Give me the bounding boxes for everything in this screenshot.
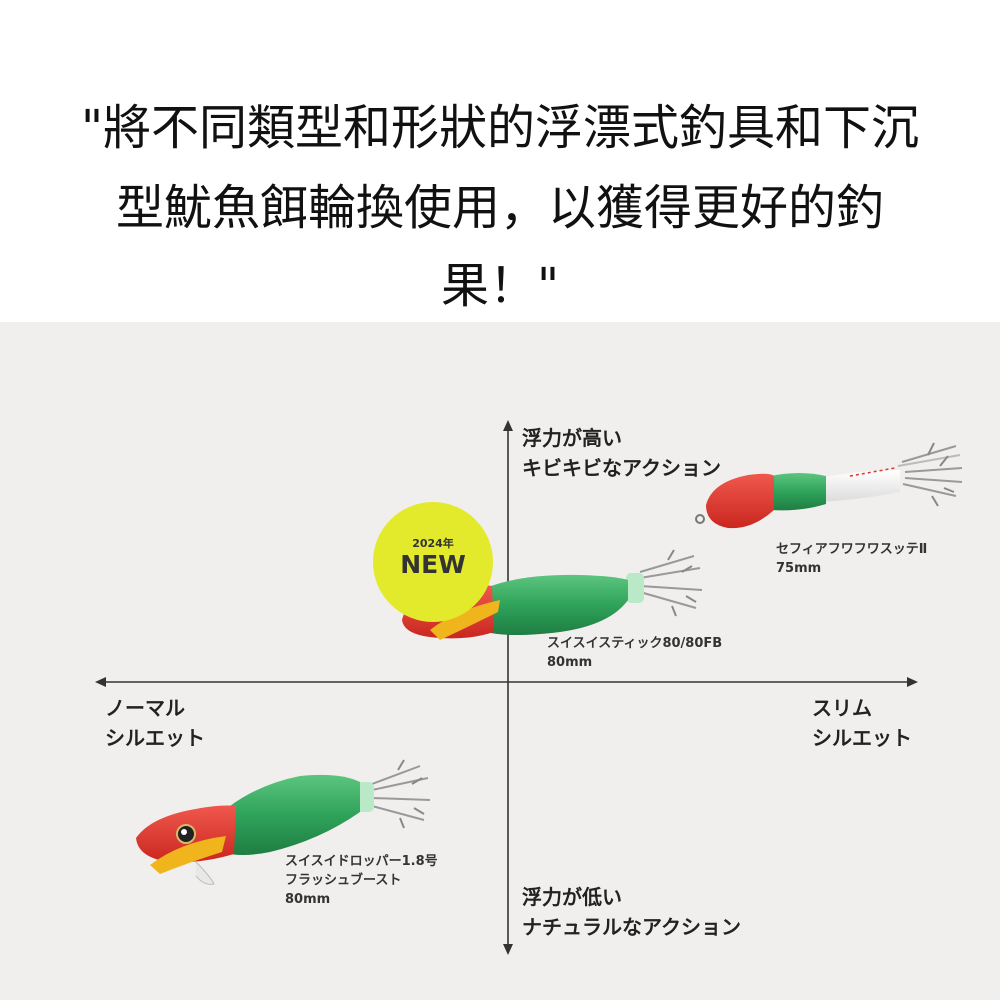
axis-right-line-1: スリム [812,696,872,720]
badge-label: NEW [400,550,466,579]
axis-right-label: スリム シルエット [812,693,912,753]
lure-fuwafuwa-sutte [695,442,963,529]
product-label-fuwafuwa: セフィアフワフワスッテⅡ 75mm [776,540,927,578]
product-name: スイスイスティック80/80FB [547,636,723,651]
vertical-axis [503,420,513,955]
caption-line-3: 果！" [440,258,560,314]
axis-left-line-2: シルエット [105,726,205,750]
product-size: 80mm [547,655,593,670]
axis-bottom-label: 浮力が低い ナチュラルなアクション [522,882,741,942]
axis-right-line-2: シルエット [812,726,912,750]
axis-left-label: ノーマル シルエット [105,693,205,753]
new-badge: 2024年 NEW [373,502,493,622]
axis-left-line-1: ノーマル [105,696,185,720]
positioning-diagram [0,322,1000,1000]
horizontal-axis [95,677,918,687]
lure-suisui-dropper [136,759,431,885]
axis-bottom-line-2: ナチュラルなアクション [522,915,741,939]
product-subname: フラッシュブースト [285,873,402,888]
axis-top-line-2: キビキビなアクション [522,456,721,480]
product-name: スイスイドロッパー1.8号 [285,854,438,869]
caption-line-1: "將不同類型和形狀的浮漂式釣具和下沉 [80,100,920,156]
product-label-dropper: スイスイドロッパー1.8号 フラッシュブースト 80mm [285,852,438,909]
caption-line-2: 型魷魚餌輪換使用，以獲得更好的釣 [115,180,884,236]
axis-top-label: 浮力が高い キビキビなアクション [522,423,721,483]
axis-top-line-1: 浮力が高い [522,426,622,450]
product-name: セフィアフワフワスッテⅡ [776,542,928,557]
product-size: 75mm [776,561,822,576]
caption-header: "將不同類型和形狀的浮漂式釣具和下沉 型魷魚餌輪換使用，以獲得更好的釣 果！" [0,0,1000,322]
product-label-stick: スイスイスティック80/80FB 80mm [547,634,722,672]
product-size: 80mm [285,892,331,907]
axis-bottom-line-1: 浮力が低い [522,885,622,909]
badge-year: 2024年 [412,537,454,550]
